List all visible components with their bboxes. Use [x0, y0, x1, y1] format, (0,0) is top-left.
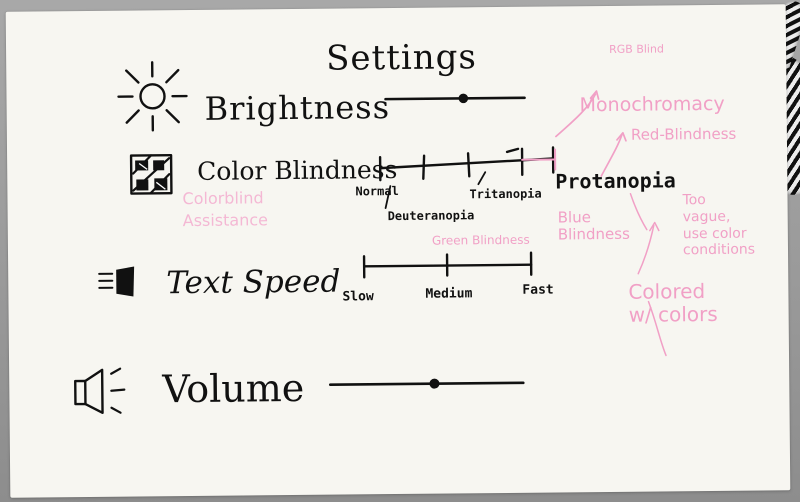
- volume-label: Volume: [162, 365, 305, 412]
- green-blindness-note: Green Blindness: [431, 232, 530, 248]
- color-option-normal[interactable]: Normal: [355, 183, 399, 199]
- brightness-slider-thumb[interactable]: [458, 93, 469, 104]
- settings-sheet: Settings Brightness Color Blindness Prot…: [5, 4, 791, 498]
- blue-blindness-note: Blue Blindness: [557, 208, 630, 244]
- speaker-arrow-icon: [98, 266, 135, 297]
- color-blindness-icon: [129, 153, 173, 195]
- monochromacy-note: Monochromacy: [579, 92, 725, 117]
- page-title: Settings: [325, 37, 478, 79]
- text-speed-label: Text Speed: [166, 263, 341, 302]
- text-speed-option-slow[interactable]: Slow: [342, 289, 374, 305]
- red-blindness-note: Red-Blindness: [630, 124, 737, 144]
- volume-slider-thumb[interactable]: [429, 378, 440, 389]
- text-speed-option-medium[interactable]: Medium: [425, 286, 473, 302]
- protanopia-highlight: [521, 90, 667, 357]
- too-vague-note: Too vague, use color conditions: [682, 192, 756, 259]
- color-blindness-selected-option: Protanopia: [555, 168, 676, 194]
- brightness-slider[interactable]: [384, 93, 526, 104]
- sun-icon: [117, 61, 188, 132]
- color-blindness-label: Color Blindness: [197, 155, 398, 186]
- brightness-label: Brightness: [204, 88, 391, 128]
- colored-note: Colored w/ colors: [628, 279, 718, 327]
- volume-slider[interactable]: [328, 378, 525, 390]
- drawn-elements: [74, 61, 667, 415]
- text-speed-slider[interactable]: [362, 251, 533, 279]
- color-option-deuteranopia[interactable]: Deuteranopia: [387, 208, 475, 224]
- text-speed-option-fast[interactable]: Fast: [522, 282, 554, 298]
- speaker-icon: [74, 367, 126, 415]
- colorblind-assistance-note: Colorblind Assistance: [182, 188, 269, 230]
- color-option-tritanopia[interactable]: Tritanopia: [469, 186, 542, 202]
- rgb-blind-note: RGB Blind: [609, 42, 664, 56]
